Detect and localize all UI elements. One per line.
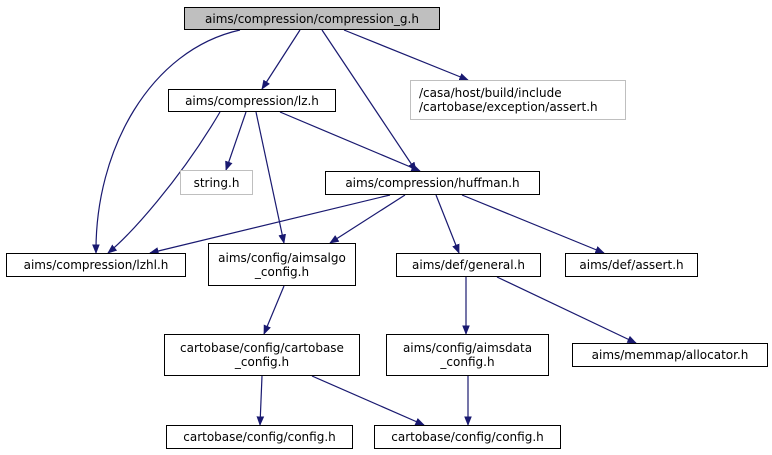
edge-huffman-to-aimsalgo bbox=[329, 194, 406, 244]
node-config-h-right[interactable]: cartobase/config/config.h bbox=[374, 425, 561, 449]
node-label-line: aims/memmap/allocator.h bbox=[591, 348, 749, 362]
node-label-line: aims/config/aimsdata bbox=[402, 341, 533, 355]
node-label-line: /casa/host/build/include bbox=[419, 86, 562, 100]
node-label-line: string.h bbox=[193, 175, 240, 190]
node-lz-h[interactable]: aims/compression/lz.h bbox=[168, 89, 336, 112]
edge-huffman-to-general bbox=[435, 194, 460, 254]
edge-cartoconf-to-config2 bbox=[311, 375, 425, 426]
node-string-h[interactable]: string.h bbox=[180, 170, 253, 195]
node-casa-assert-h[interactable]: /casa/host/build/include/cartobase/excep… bbox=[410, 80, 626, 120]
node-label-line: aims/def/general.h bbox=[412, 258, 525, 272]
edge-aimsalgo-to-cartoconf bbox=[263, 285, 285, 335]
node-label-line: aims/def/assert.h bbox=[579, 258, 684, 272]
node-def-assert-h[interactable]: aims/def/assert.h bbox=[565, 253, 698, 277]
node-label-line: aims/compression/lz.h bbox=[185, 93, 319, 108]
node-config-h-left[interactable]: cartobase/config/config.h bbox=[166, 425, 353, 449]
edge-huffman-to-defassert bbox=[461, 194, 605, 254]
node-allocator-h[interactable]: aims/memmap/allocator.h bbox=[572, 343, 768, 367]
node-label-line: cartobase/config/config.h bbox=[183, 430, 336, 444]
node-compression-g-h[interactable]: aims/compression/compression_g.h bbox=[184, 7, 440, 30]
edge-root-to-assert_ext bbox=[343, 29, 469, 81]
node-lzhl-h[interactable]: aims/compression/lzhl.h bbox=[6, 253, 186, 277]
node-label-line: aims/config/aimsalgo bbox=[218, 250, 346, 265]
edge-root-to-lzhl bbox=[92, 29, 241, 254]
node-label-line: aims/compression/lzhl.h bbox=[23, 258, 169, 272]
node-huffman-h[interactable]: aims/compression/huffman.h bbox=[325, 171, 540, 195]
node-aimsdata-config-h[interactable]: aims/config/aimsdata_config.h bbox=[386, 334, 549, 376]
node-aimsalgo-config-h[interactable]: aims/config/aimsalgo_config.h bbox=[208, 243, 356, 286]
edge-lz-to-huffman bbox=[279, 111, 421, 172]
edge-root-to-huffman bbox=[321, 29, 417, 172]
edge-lz-to-lzhl bbox=[107, 111, 221, 254]
node-label-line: /cartobase/exception/assert.h bbox=[419, 100, 598, 114]
edge-lz-to-string bbox=[225, 111, 247, 171]
node-label-line: aims/compression/huffman.h bbox=[345, 176, 520, 190]
node-label-line: _config.h bbox=[234, 355, 290, 369]
edge-general-to-allocator bbox=[496, 276, 637, 344]
edge-lz-to-aimsalgo bbox=[255, 111, 286, 244]
node-label-line: _config.h bbox=[254, 264, 310, 279]
node-label-line: cartobase/config/config.h bbox=[391, 430, 544, 444]
node-cartobase-config-h[interactable]: cartobase/config/cartobase_config.h bbox=[164, 334, 360, 376]
node-label-line: _config.h bbox=[440, 355, 495, 369]
node-general-h[interactable]: aims/def/general.h bbox=[396, 253, 541, 277]
edge-root-to-lz bbox=[261, 29, 301, 90]
node-label-line: aims/compression/compression_g.h bbox=[205, 11, 419, 26]
edge-huffman-to-lzhl bbox=[149, 194, 391, 255]
edge-cartoconf-to-config1 bbox=[256, 375, 265, 426]
node-label-line: cartobase/config/cartobase bbox=[180, 341, 344, 355]
